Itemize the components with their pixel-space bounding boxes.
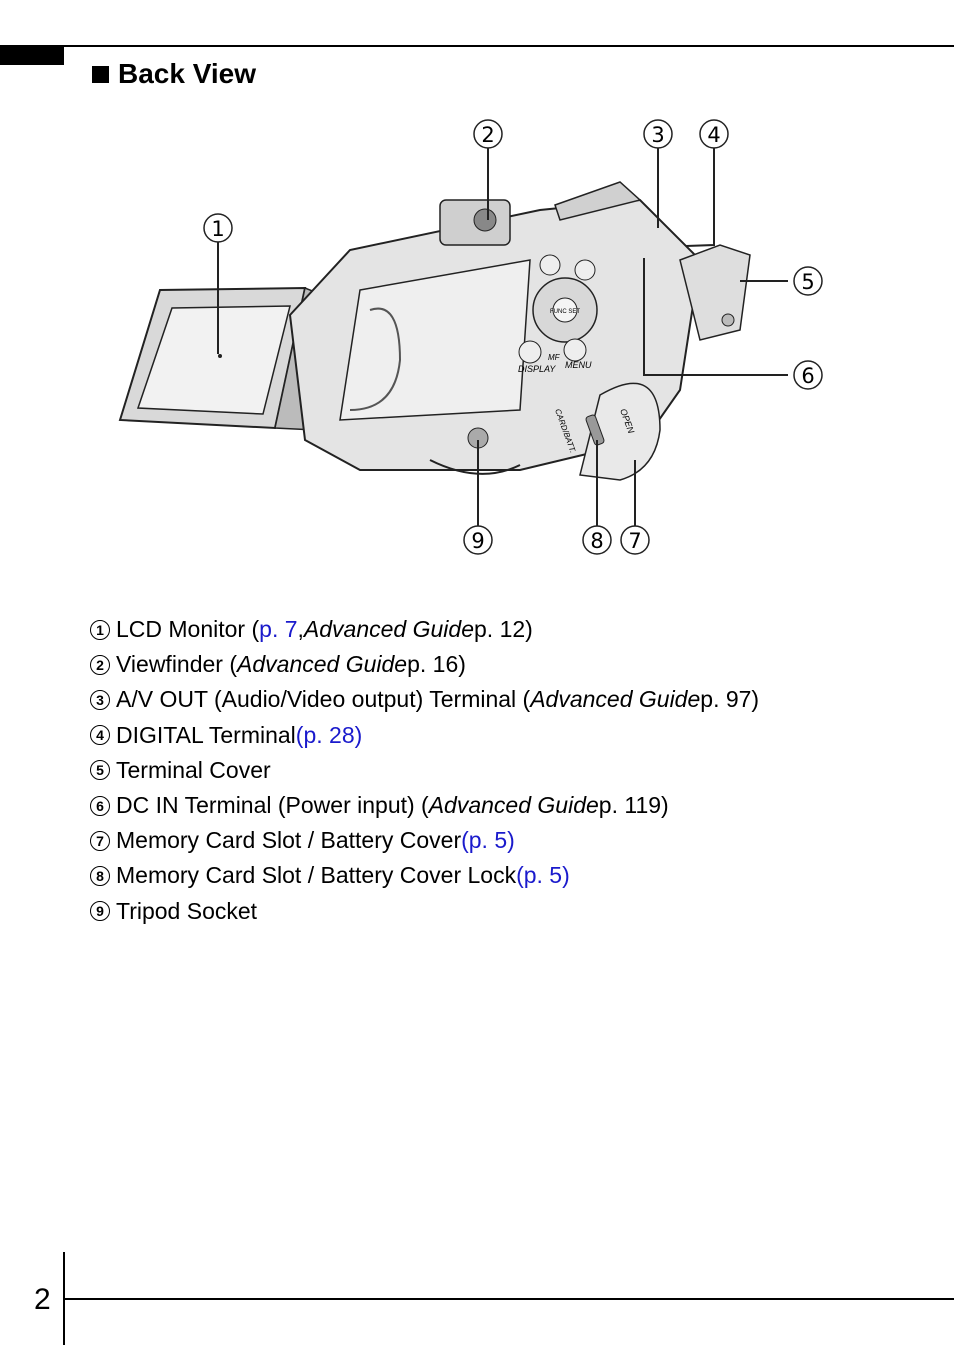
func-set-label: FUNC SET (550, 309, 580, 315)
item-page-ref: p. 97) (700, 686, 760, 713)
page-link[interactable]: p. 7 (259, 616, 298, 643)
item-page-ref: p. 16) (407, 651, 466, 678)
list-item: 9 Tripod Socket (90, 894, 930, 929)
item-text: Memory Card Slot / Battery Cover Lock (116, 862, 517, 889)
list-item: 3 A/V OUT (Audio/Video output) Terminal … (90, 682, 930, 717)
item-number-badge: 5 (90, 760, 110, 781)
section-heading: Back View (92, 58, 256, 90)
page-link[interactable]: (p. 5) (461, 827, 515, 854)
menu-label: MENU (565, 360, 592, 370)
callout-4: 4 (707, 123, 720, 147)
item-number-badge: 7 (90, 830, 110, 851)
display-label: DISPLAY (518, 364, 556, 374)
top-tab (0, 45, 64, 65)
callout-3: 3 (651, 123, 664, 147)
item-number-badge: 1 (90, 619, 110, 640)
list-item: 5 Terminal Cover (90, 753, 930, 788)
item-page-ref: p. 119) (598, 792, 669, 819)
list-item: 1 LCD Monitor (p. 7, Advanced Guide p. 1… (90, 612, 930, 647)
parts-list: 1 LCD Monitor (p. 7, Advanced Guide p. 1… (90, 612, 930, 929)
camera-back-view-illustration: FUNC SET DISPLAY MENU MF OPEN CARD/BATT. (118, 119, 823, 555)
section-title: Back View (118, 58, 257, 89)
item-text: DIGITAL Terminal (116, 721, 296, 748)
item-number-badge: 4 (90, 725, 110, 746)
callout-circles: 1 2 3 4 5 6 7 8 9 (203, 119, 823, 555)
top-rule (0, 45, 954, 47)
item-text: Viewfinder ( (116, 651, 238, 678)
lcd-monitor-drawing (118, 286, 336, 431)
callout-8: 8 (590, 529, 603, 553)
callout-6: 6 (801, 364, 814, 388)
item-separator: , (297, 616, 304, 643)
list-item: 6 DC IN Terminal (Power input) (Advanced… (90, 788, 930, 823)
list-item: 8 Memory Card Slot / Battery Cover Lock … (90, 858, 930, 893)
guide-reference: Advanced Guide (237, 651, 408, 678)
item-text: Terminal Cover (116, 756, 271, 783)
mf-label: MF (548, 353, 561, 362)
callout-9: 9 (471, 529, 484, 553)
page-number: 2 (34, 1283, 51, 1316)
square-bullet-icon (92, 65, 109, 83)
list-item: 4 DIGITAL Terminal (p. 28) (90, 718, 930, 753)
item-number-badge: 2 (90, 654, 110, 675)
guide-reference: Advanced Guide (428, 792, 599, 819)
list-item: 2 Viewfinder (Advanced Guide p. 16) (90, 647, 930, 682)
item-text: DC IN Terminal (Power input) ( (116, 792, 429, 819)
guide-reference: Advanced Guide (303, 616, 474, 643)
item-page-ref: p. 12) (474, 616, 533, 643)
item-number-badge: 8 (90, 865, 110, 886)
item-number-badge: 6 (90, 795, 110, 816)
camera-body-drawing: FUNC SET DISPLAY MENU MF OPEN CARD/BATT. (288, 181, 751, 481)
page-link[interactable]: (p. 28) (295, 721, 363, 748)
footer-rule (64, 1298, 954, 1300)
leader-lines (217, 148, 788, 528)
callout-2: 2 (481, 123, 494, 147)
guide-reference: Advanced Guide (530, 686, 701, 713)
callout-5: 5 (801, 270, 814, 294)
item-text: LCD Monitor ( (116, 616, 260, 643)
item-number-badge: 3 (90, 689, 110, 710)
item-text: A/V OUT (Audio/Video output) Terminal ( (116, 686, 531, 713)
item-text: Memory Card Slot / Battery Cover (116, 827, 462, 854)
list-item: 7 Memory Card Slot / Battery Cover (p. 5… (90, 823, 930, 858)
callout-7: 7 (628, 529, 641, 553)
page-link[interactable]: (p. 5) (516, 862, 570, 889)
callout-1: 1 (211, 217, 224, 241)
item-number-badge: 9 (90, 901, 110, 922)
item-text: Tripod Socket (116, 897, 258, 924)
